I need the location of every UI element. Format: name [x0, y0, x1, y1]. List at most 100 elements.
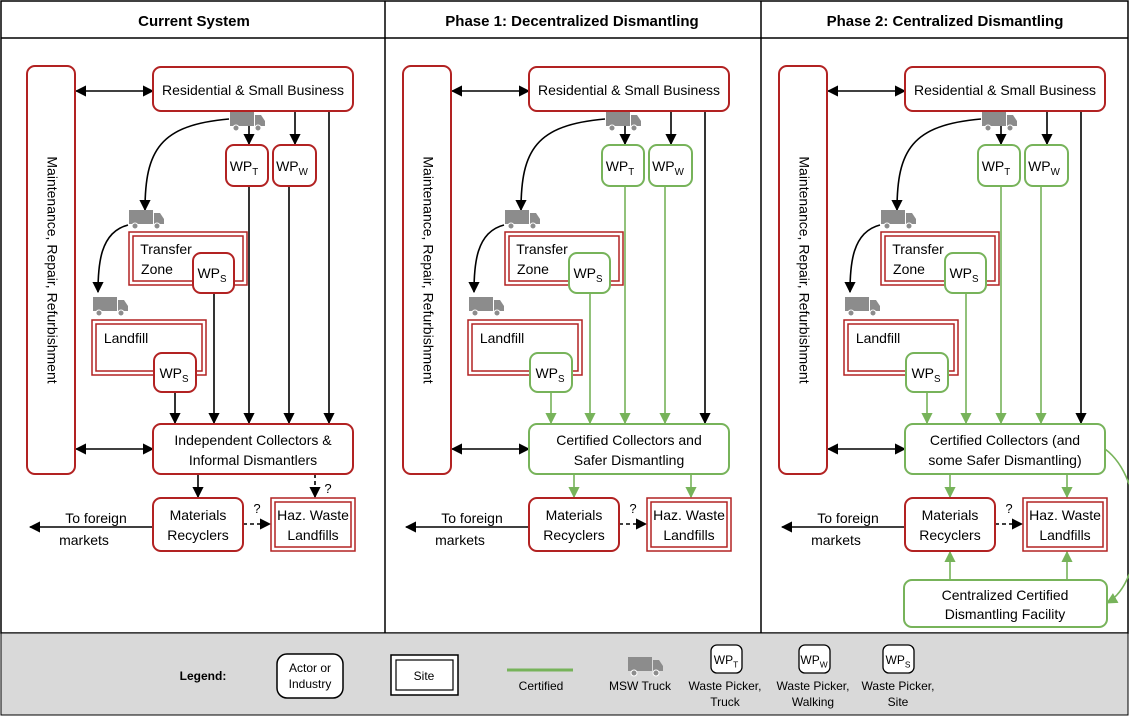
- truck-wheel: [131, 222, 139, 230]
- truck-icon: [469, 297, 504, 317]
- wp-site-label-base: WP: [535, 365, 558, 381]
- legend-panel: [0, 632, 1129, 716]
- wp-walking-label-base: WP: [652, 158, 675, 174]
- wp-site-box: [568, 252, 611, 294]
- truck-cab: [906, 213, 916, 224]
- truck-wheel: [630, 124, 638, 132]
- wp-site-box: [529, 352, 573, 393]
- recyclers-box: [904, 497, 996, 552]
- transfer-zone-site-inner: [884, 235, 996, 282]
- maintenance-repair-label: Maintenance, Repair, Refurbishment: [44, 156, 60, 383]
- recyclers-label: Materials: [170, 507, 227, 523]
- truck-icon: [845, 297, 880, 317]
- maintenance-repair-label: Maintenance, Repair, Refurbishment: [796, 156, 812, 383]
- truck-wheel: [95, 309, 103, 317]
- truck-wheel: [493, 309, 501, 317]
- wp-walking-label-subscript: W: [1051, 167, 1061, 178]
- truck-wheel: [1006, 124, 1014, 132]
- wp-truck-label-subscript: T: [628, 167, 634, 178]
- legend-actor-label: Actor or: [289, 661, 331, 675]
- foreign-markets-label: To foreign: [817, 510, 878, 526]
- wp-walking-label-subscript: W: [675, 167, 685, 178]
- wp-truck-box: [977, 144, 1021, 187]
- wp-truck-label-base: WP: [230, 158, 253, 174]
- truck-body: [881, 210, 905, 224]
- wp-walking-label: WPW: [652, 158, 685, 178]
- wp-site-label: WPS: [911, 365, 941, 385]
- transfer-zone-label: Transfer: [516, 241, 568, 257]
- legend-actor-label: Industry: [289, 677, 332, 691]
- truck-icon: [230, 112, 265, 132]
- wp-site-label: WPS: [197, 265, 227, 285]
- legend-wp-truck-label-base: WP: [714, 653, 733, 667]
- legend-wp-site-box: [882, 644, 915, 674]
- maintenance-repair-label: Maintenance, Repair, Refurbishment: [420, 156, 436, 383]
- transfer-zone-label: Zone: [893, 261, 925, 277]
- residential-label: Residential & Small Business: [538, 82, 720, 98]
- legend-title: Legend:: [180, 669, 227, 683]
- truck-body: [469, 297, 493, 311]
- collectors-box: [152, 423, 354, 475]
- truck-icon: [505, 210, 540, 230]
- wp-site-box: [153, 352, 197, 393]
- panel-3: ?Maintenance, Repair, RefurbishmentResid…: [778, 65, 1129, 628]
- legend-actor-box: [276, 653, 344, 699]
- landfill-label: Landfill: [856, 330, 900, 346]
- truck-wheel: [117, 309, 125, 317]
- truck-wheel: [507, 222, 515, 230]
- truck-body: [505, 210, 529, 224]
- truck-wheel: [232, 124, 240, 132]
- recyclers-label: Recyclers: [543, 527, 604, 543]
- legend-site-label: Site: [414, 669, 435, 683]
- truck-icon: [129, 210, 164, 230]
- wp-site-label-subscript: S: [220, 274, 227, 285]
- truck-wheel: [153, 222, 161, 230]
- question-mark: ?: [1005, 501, 1012, 516]
- legend-wp-walking-label: WPW: [800, 653, 827, 670]
- question-mark: ?: [253, 501, 260, 516]
- wp-site-label-base: WP: [159, 365, 182, 381]
- truck-body: [845, 297, 869, 311]
- wp-site-label-base: WP: [197, 265, 220, 281]
- haz-waste-label: Landfills: [1039, 527, 1090, 543]
- collectors-label: Safer Dismantling: [574, 452, 685, 468]
- wp-site-label-subscript: S: [182, 374, 189, 385]
- transfer-truck-arrow: [92, 224, 129, 294]
- residential-truck-arrow: [891, 118, 982, 212]
- panel-header: Phase 1: Decentralized Dismantling: [445, 13, 698, 30]
- wp-site-box: [192, 252, 235, 294]
- truck-cab: [870, 300, 880, 311]
- wp-truck-label-base: WP: [982, 158, 1005, 174]
- wp-truck-box: [601, 144, 645, 187]
- truck-cab: [631, 115, 641, 126]
- question-mark: ?: [324, 481, 331, 496]
- truck-wheel: [883, 222, 891, 230]
- legend-wp-truck-box: [710, 644, 743, 674]
- panel-header: Phase 2: Centralized Dismantling: [827, 13, 1064, 30]
- maintenance-repair-box: [402, 65, 452, 475]
- wp-site-box: [944, 252, 987, 294]
- residential-box: [152, 66, 354, 112]
- collectors-box: [528, 423, 730, 475]
- maintenance-repair-box: [26, 65, 76, 475]
- truck-wheel: [471, 309, 479, 317]
- foreign-markets-label: markets: [435, 532, 485, 548]
- recyclers-label: Materials: [922, 507, 979, 523]
- wp-site-label-base: WP: [573, 265, 596, 281]
- residential-truck-arrow: [515, 118, 606, 212]
- truck-body: [230, 112, 254, 126]
- wp-walking-label: WPW: [1028, 158, 1061, 178]
- legend-truck-label: MSW Truck: [609, 679, 672, 693]
- legend-wp-truck-label: WPT: [714, 653, 738, 670]
- truck-icon: [881, 210, 916, 230]
- wp-site-label-subscript: S: [934, 374, 941, 385]
- question-mark: ?: [629, 501, 636, 516]
- haz-waste-site-inner: [274, 501, 352, 548]
- residential-label: Residential & Small Business: [162, 82, 344, 98]
- collectors-label: some Safer Dismantling): [928, 452, 1081, 468]
- recyclers-label: Recyclers: [919, 527, 980, 543]
- haz-waste-label: Haz. Waste: [1029, 507, 1101, 523]
- haz-waste-label: Haz. Waste: [277, 507, 349, 523]
- transfer-zone-label: Transfer: [140, 241, 192, 257]
- haz-waste-site: [646, 497, 732, 552]
